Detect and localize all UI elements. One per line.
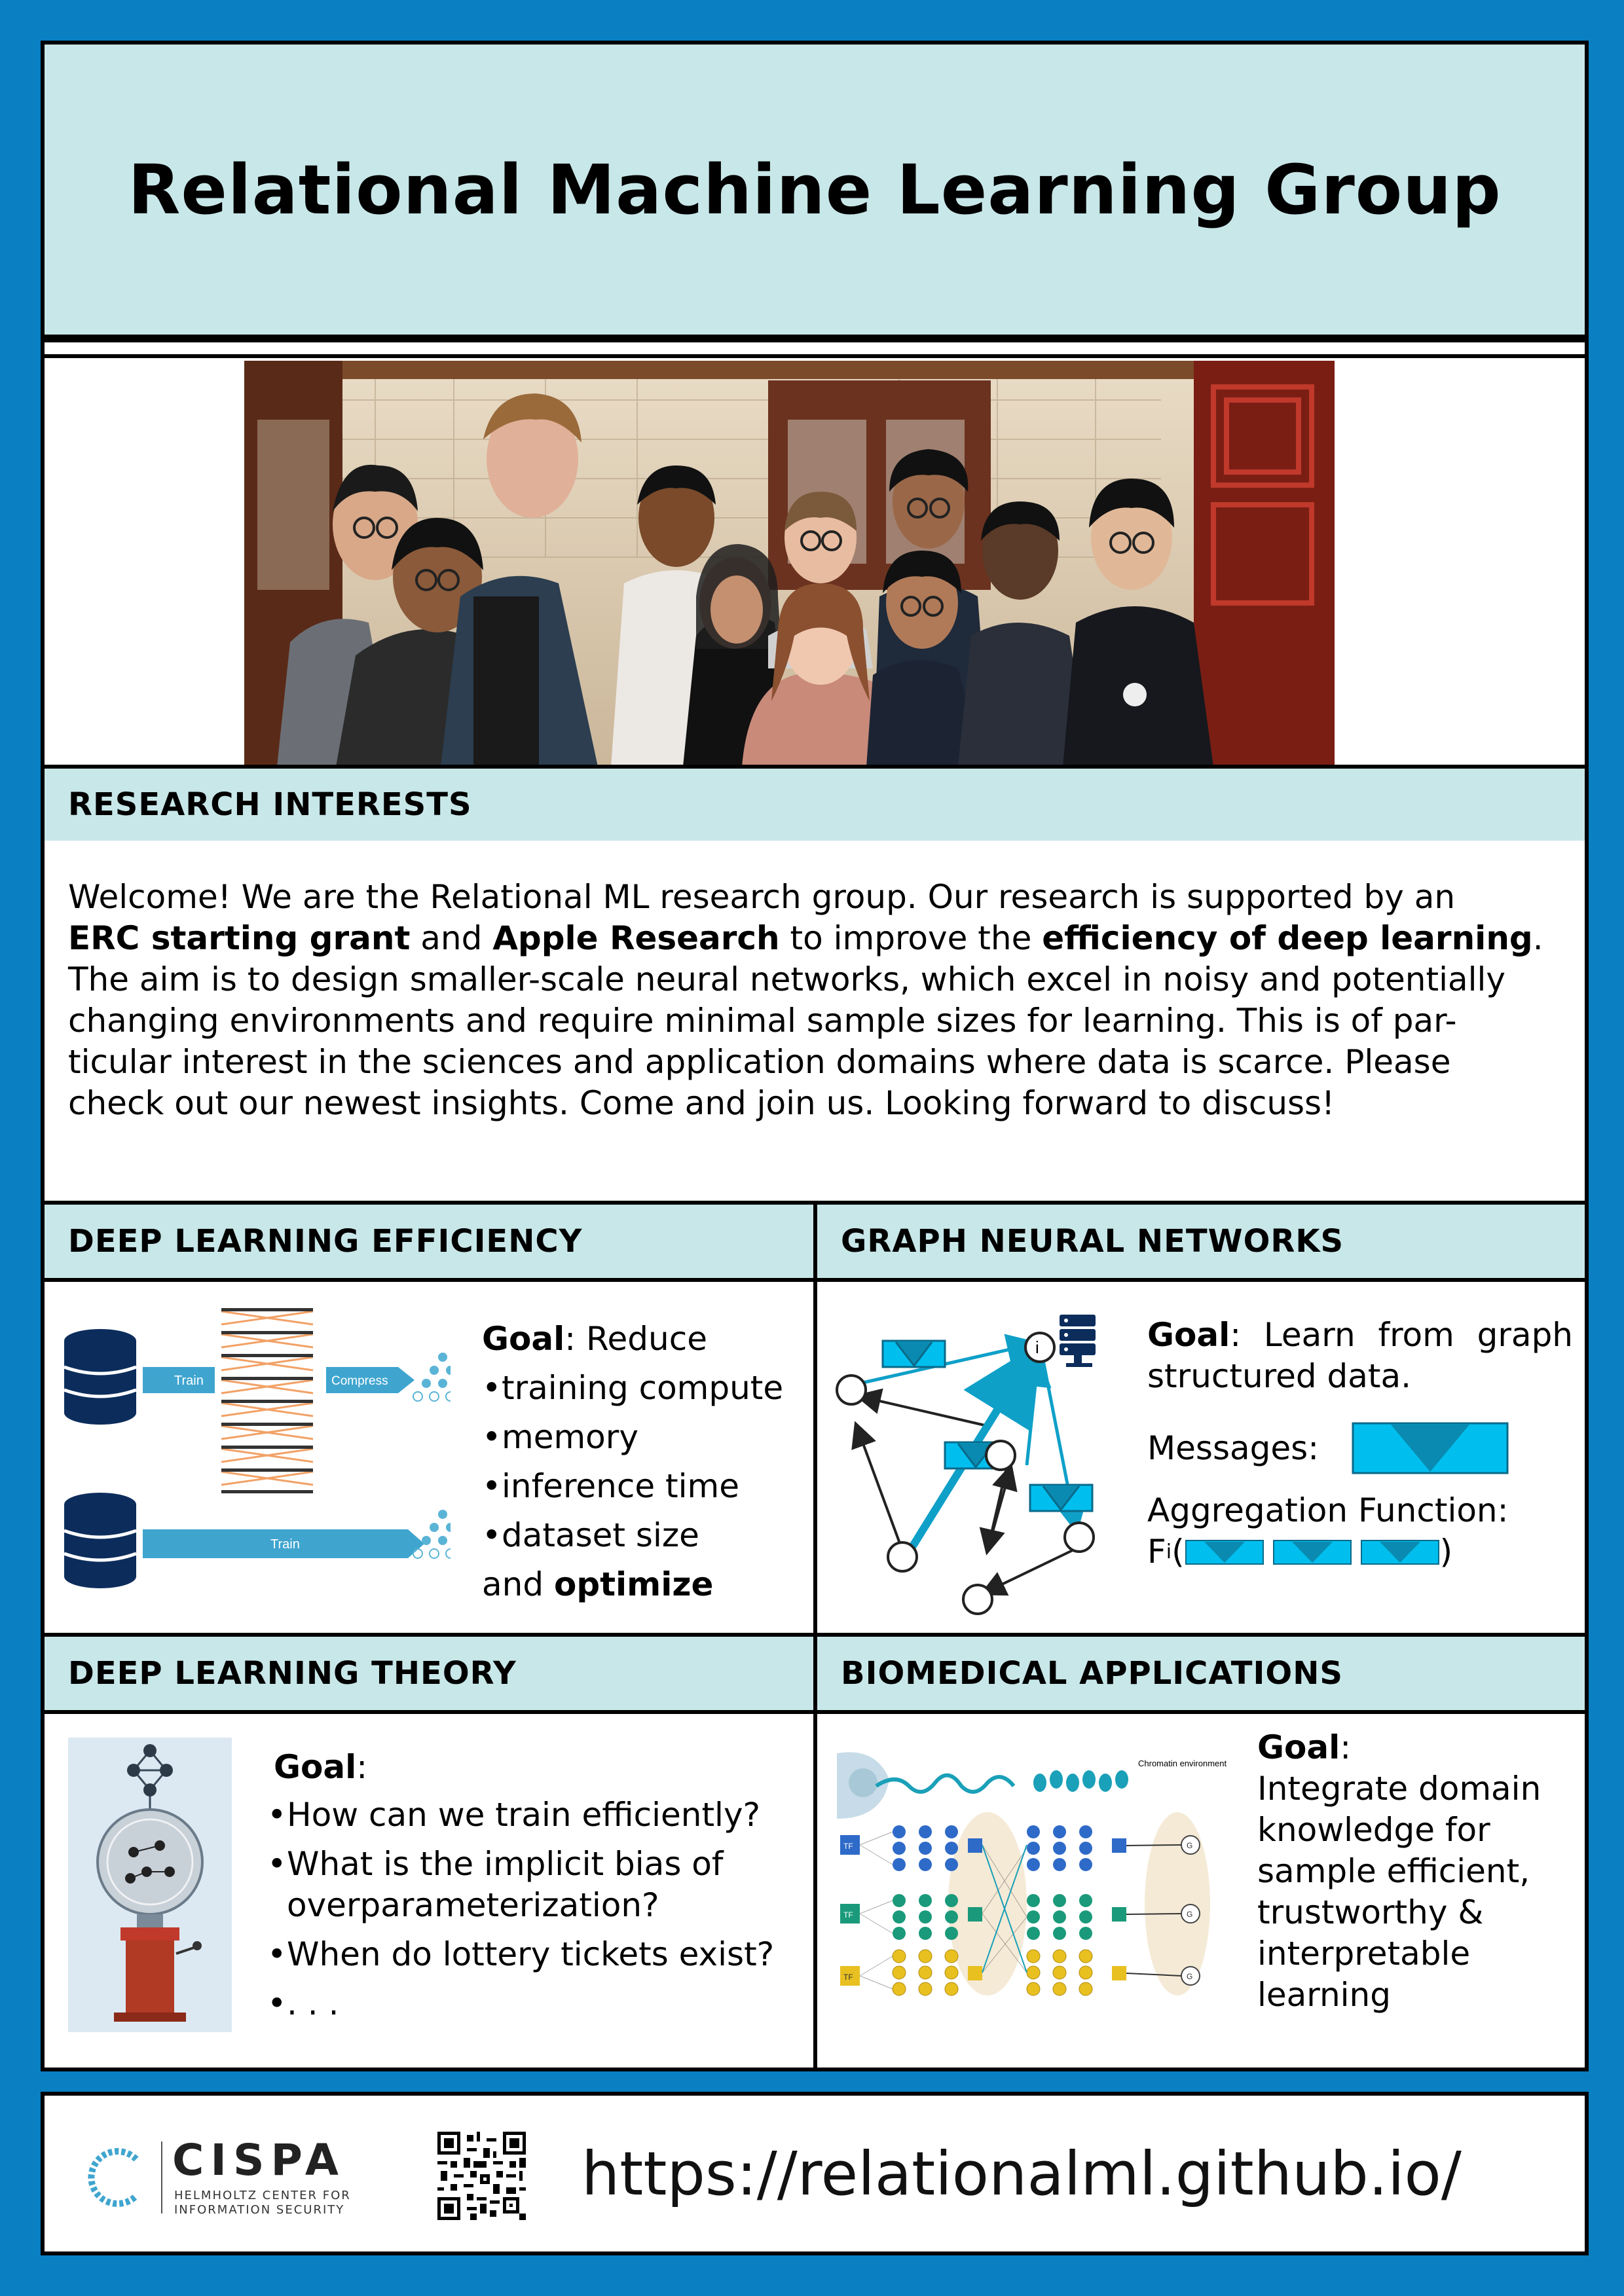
close-paren: ) bbox=[1439, 1533, 1453, 1571]
gnn-diagram: i bbox=[836, 1315, 1096, 1615]
group-photo bbox=[244, 361, 1335, 767]
dle-and-text: and bbox=[482, 1565, 554, 1603]
dle-goal-text: Goal: Reduce training compute memory inf… bbox=[482, 1315, 809, 1609]
list-item: How can we train efficiently? bbox=[267, 1795, 804, 1836]
research-interests-text: Welcome! We are the Relational ML resear… bbox=[68, 877, 1555, 1124]
dlt-text: Goal: How can we train efficiently? What… bbox=[267, 1747, 804, 2024]
dlt-goal-rest: : bbox=[356, 1748, 368, 1786]
tf-label-2: TF bbox=[843, 1910, 853, 1920]
efficiency-of-dl: efficiency of deep learning bbox=[1042, 919, 1533, 957]
divider bbox=[41, 338, 1589, 358]
g-label-1: G bbox=[1187, 1841, 1192, 1850]
func-symbol: F bbox=[1147, 1533, 1166, 1571]
bio-panel: Chromatin environment bbox=[813, 1710, 1589, 2071]
list-item: memory bbox=[482, 1413, 809, 1462]
dlt-panel: Goal: How can we train efficiently? What… bbox=[41, 1710, 817, 2071]
g-label-3: G bbox=[1187, 1972, 1192, 1981]
cispa-name: CISPA bbox=[172, 2135, 345, 2185]
dlt-goal-list: How can we train efficiently? What is th… bbox=[267, 1795, 804, 2024]
dle-diagram: Train Compress Train bbox=[64, 1305, 451, 1588]
photo-area bbox=[41, 358, 1589, 767]
cispa-sub1: HELMHOLTZ CENTER FOR bbox=[174, 2189, 351, 2202]
small-network-icon bbox=[413, 1353, 451, 1402]
list-item: . . . bbox=[267, 1983, 804, 2024]
g-label-2: G bbox=[1187, 1910, 1192, 1919]
gnn-goal-rest: : Learn from graph structured data. bbox=[1147, 1316, 1573, 1395]
dle-heading: DEEP LEARNING EFFICIENCY bbox=[68, 1223, 583, 1260]
dlt-heading: DEEP LEARNING THEORY bbox=[68, 1655, 517, 1692]
messages-label: Messages: bbox=[1147, 1429, 1320, 1467]
list-item: What is the implicit bias of overparamet… bbox=[267, 1844, 804, 1926]
text-to-improve: to improve the bbox=[779, 919, 1043, 957]
intro-line: Welcome! We are the Relational ML resear… bbox=[68, 878, 1456, 916]
research-interests-heading: RESEARCH INTERESTS bbox=[68, 786, 472, 823]
train-label-1: Train bbox=[174, 1374, 204, 1388]
lottery-machine-image bbox=[68, 1738, 232, 2032]
tf-label-1: TF bbox=[843, 1842, 853, 1851]
bio-goal-label: Goal bbox=[1257, 1728, 1340, 1766]
bio-goal-rest: : bbox=[1340, 1728, 1352, 1766]
bio-goal-text: Integrate domain knowledge for sample ef… bbox=[1257, 1770, 1541, 2014]
title-banner: Relational Machine Learning Group bbox=[41, 41, 1589, 338]
gnn-goal-label: Goal bbox=[1147, 1316, 1230, 1354]
dle-header: DEEP LEARNING EFFICIENCY bbox=[41, 1201, 817, 1282]
bio-diagram: Chromatin environment bbox=[837, 1752, 1227, 1996]
open-paren: ( bbox=[1172, 1533, 1185, 1571]
small-network-icon-2 bbox=[413, 1510, 451, 1559]
page-title: Relational Machine Learning Group bbox=[128, 149, 1502, 230]
func-subscript: i bbox=[1166, 1540, 1172, 1563]
message-icons-row bbox=[1185, 1539, 1439, 1565]
cispa-logo: CISPA HELMHOLTZ CENTER FOR INFORMATION S… bbox=[84, 2135, 359, 2220]
list-item: training compute bbox=[482, 1364, 809, 1413]
dle-goal-list: training compute memory inference time d… bbox=[482, 1364, 809, 1560]
aggregation-label: Aggregation Function: bbox=[1147, 1491, 1509, 1529]
research-interests-header: RESEARCH INTERESTS bbox=[41, 765, 1589, 845]
dle-optimize: optimize bbox=[553, 1565, 714, 1603]
bio-header: BIOMEDICAL APPLICATIONS bbox=[813, 1633, 1589, 1714]
dle-goal-label: Goal bbox=[482, 1320, 565, 1358]
footer: CISPA HELMHOLTZ CENTER FOR INFORMATION S… bbox=[41, 2092, 1589, 2255]
dlt-goal-label: Goal bbox=[274, 1748, 357, 1786]
erc-grant: ERC starting grant bbox=[68, 919, 411, 957]
research-interests-panel: Welcome! We are the Relational ML resear… bbox=[41, 841, 1589, 1205]
bio-heading: BIOMEDICAL APPLICATIONS bbox=[841, 1655, 1343, 1692]
message-icon bbox=[1352, 1422, 1509, 1474]
gnn-panel: i Goal: Learn from graph structured data… bbox=[813, 1278, 1589, 1637]
qr-code[interactable] bbox=[437, 2132, 526, 2220]
cispa-logo-icon bbox=[88, 2148, 139, 2207]
list-item: dataset size bbox=[482, 1511, 809, 1560]
tf-label-3: TF bbox=[843, 1973, 853, 1982]
aim-paragraph: The aim is to design smaller-scale neura… bbox=[68, 960, 1505, 1122]
dlt-header: DEEP LEARNING THEORY bbox=[41, 1633, 817, 1714]
database-icon bbox=[64, 1329, 137, 1425]
gnn-header: GRAPH NEURAL NETWORKS bbox=[813, 1201, 1589, 1282]
list-item: inference time bbox=[482, 1462, 809, 1511]
cispa-sub2: INFORMATION SECURITY bbox=[174, 2203, 345, 2217]
dle-goal-rest: : Reduce bbox=[564, 1320, 707, 1358]
train-label-2: Train bbox=[270, 1537, 300, 1552]
bio-text: Goal: Integrate domain knowledge for sam… bbox=[1257, 1727, 1585, 2016]
gnn-text: Goal: Learn from graph structured data. … bbox=[1147, 1315, 1573, 1573]
node-i-label: i bbox=[1035, 1338, 1039, 1357]
chromatin-label: Chromatin environment bbox=[1138, 1758, 1227, 1768]
list-item: When do lottery tickets exist? bbox=[267, 1934, 804, 1975]
text-and: and bbox=[410, 919, 493, 957]
gnn-heading: GRAPH NEURAL NETWORKS bbox=[841, 1223, 1344, 1260]
website-url[interactable]: https://relationalml.github.io/ bbox=[581, 2139, 1462, 2209]
dle-panel: Train Compress Train bbox=[41, 1278, 817, 1637]
apple-research: Apple Research bbox=[492, 919, 780, 957]
server-icon bbox=[1060, 1315, 1096, 1367]
compress-label: Compress bbox=[331, 1374, 388, 1388]
database-icon-2 bbox=[64, 1493, 137, 1588]
text-period: . bbox=[1532, 919, 1543, 957]
